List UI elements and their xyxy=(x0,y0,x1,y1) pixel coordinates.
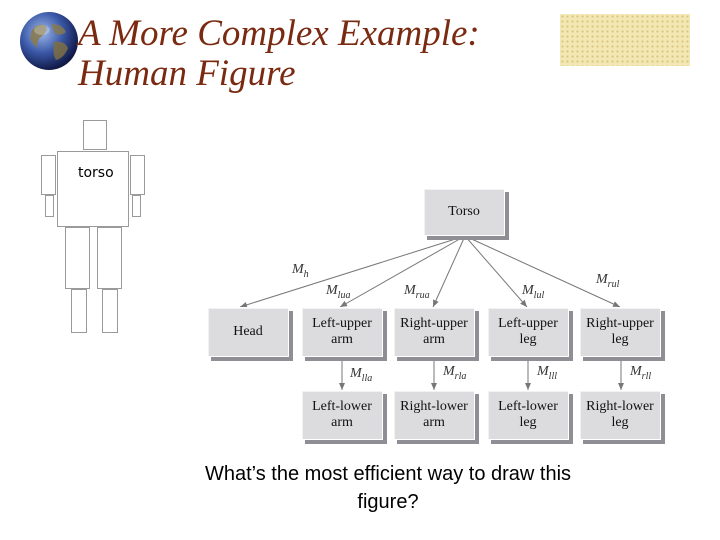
node-left-lower-arm: Left-lower arm xyxy=(301,390,383,440)
edge-label-m-rua: Mrua xyxy=(404,283,430,301)
edge-label-m-rll: Mrll xyxy=(630,364,651,382)
edge-label-m-lua: Mlua xyxy=(326,283,350,301)
edge-label-m-rul: Mrul xyxy=(596,272,619,290)
edge-torso-rua xyxy=(433,236,465,307)
node-left-upper-arm: Left-upper arm xyxy=(301,307,383,357)
edge-torso-lul xyxy=(465,236,527,307)
edge-label-m-lul: Mlul xyxy=(522,283,544,301)
question-text: What’s the most efficient way to draw th… xyxy=(178,460,598,516)
edge-label-m-rla: Mrla xyxy=(443,364,466,382)
node-torso: Torso xyxy=(423,188,505,236)
edge-label-m-lll: Mlll xyxy=(537,364,557,382)
node-right-lower-leg: Right-lower leg xyxy=(579,390,661,440)
edge-label-m-lla: Mlla xyxy=(350,366,372,384)
node-left-upper-leg: Left-upper leg xyxy=(487,307,569,357)
node-right-lower-arm: Right-lower arm xyxy=(393,390,475,440)
edge-label-m-h: Mh xyxy=(292,262,309,280)
node-head: Head xyxy=(207,307,289,357)
node-right-upper-arm: Right-upper arm xyxy=(393,307,475,357)
node-left-lower-leg: Left-lower leg xyxy=(487,390,569,440)
node-right-upper-leg: Right-upper leg xyxy=(579,307,661,357)
edge-torso-head xyxy=(240,236,465,307)
edge-torso-lua xyxy=(340,236,465,307)
